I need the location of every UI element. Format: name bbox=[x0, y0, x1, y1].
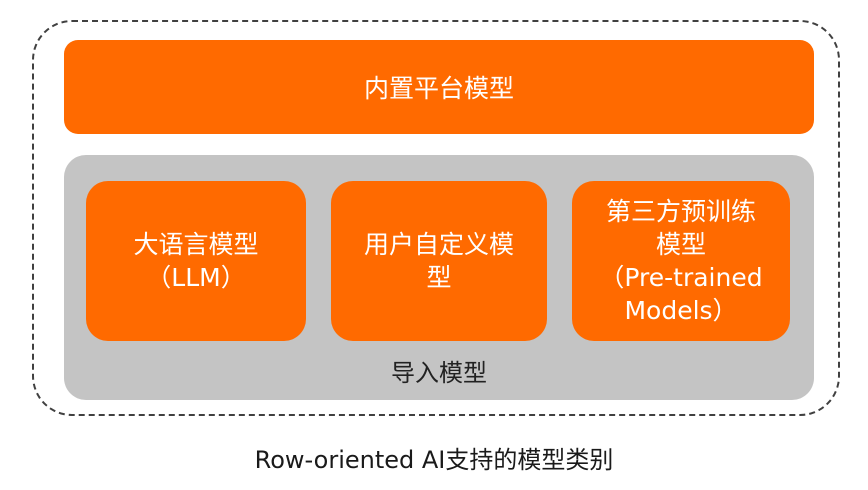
builtin-platform-models-label: 内置平台模型 bbox=[363, 74, 514, 103]
llm-card-subtitle: （LLM） bbox=[146, 263, 246, 292]
llm-card-title: 大语言模型 bbox=[133, 230, 259, 259]
imported-models-label: 导入模型 bbox=[391, 359, 487, 387]
pretrained-card-line-3: （Pre-trained bbox=[599, 263, 763, 292]
custom-model-card: 用户自定义模 型 bbox=[331, 181, 547, 341]
diagram-caption: Row-oriented AI支持的模型类别 bbox=[254, 446, 614, 474]
pretrained-card-line-1: 第三方预训练 bbox=[605, 197, 756, 226]
llm-card: 大语言模型 （LLM） bbox=[86, 181, 306, 341]
pretrained-card-line-2: 模型 bbox=[655, 230, 706, 259]
custom-model-card-line-1: 用户自定义模 bbox=[363, 230, 514, 259]
pretrained-card-line-4: Models） bbox=[624, 296, 738, 325]
custom-model-card-line-2: 型 bbox=[426, 263, 452, 292]
builtin-platform-models-box: 内置平台模型 bbox=[64, 40, 814, 134]
pretrained-model-card: 第三方预训练 模型 （Pre-trained Models） bbox=[572, 181, 790, 341]
model-types-frame bbox=[32, 20, 840, 416]
